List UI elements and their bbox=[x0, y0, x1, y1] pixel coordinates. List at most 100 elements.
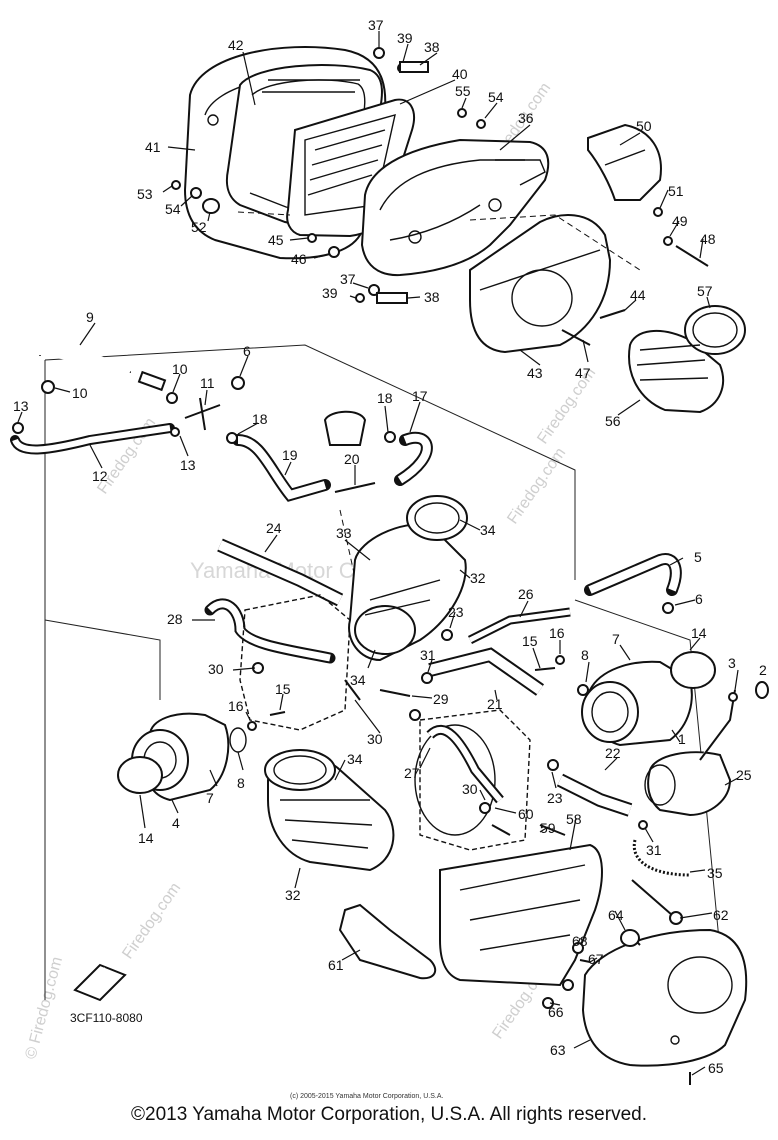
bracket-43 bbox=[469, 214, 612, 354]
callout-38: 38 bbox=[424, 39, 440, 55]
callout-61: 61 bbox=[328, 957, 344, 973]
callout-21: 21 bbox=[487, 696, 503, 712]
air-case-36 bbox=[360, 138, 550, 277]
callout-7: 7 bbox=[612, 631, 620, 647]
joint-32-lower bbox=[264, 749, 395, 872]
hose-27 bbox=[426, 724, 504, 804]
callout-39b: 39 bbox=[322, 285, 338, 301]
callout-14: 14 bbox=[691, 625, 707, 641]
callout-8: 8 bbox=[581, 647, 589, 663]
leader-lines bbox=[17, 31, 739, 1076]
callout-44: 44 bbox=[630, 287, 646, 303]
callout-2: 2 bbox=[759, 662, 767, 678]
pipe-22 bbox=[556, 773, 633, 817]
bolt-62 bbox=[631, 879, 683, 925]
callout-30b: 30 bbox=[367, 731, 383, 747]
callout-40: 40 bbox=[452, 66, 468, 82]
callout-13b: 13 bbox=[180, 457, 196, 473]
callout-41: 41 bbox=[145, 139, 161, 155]
callout-23b: 23 bbox=[547, 790, 563, 806]
callout-32b: 32 bbox=[285, 887, 301, 903]
callout-53: 53 bbox=[137, 186, 153, 202]
callout-4: 4 bbox=[172, 815, 180, 831]
callout-13: 13 bbox=[13, 398, 29, 414]
callout-47: 47 bbox=[575, 365, 591, 381]
engine-ghost bbox=[239, 594, 531, 851]
joint-56-57 bbox=[628, 305, 746, 414]
callout-19: 19 bbox=[282, 447, 298, 463]
callout-22: 22 bbox=[605, 745, 621, 761]
callout-25: 25 bbox=[736, 767, 752, 783]
pipe-24 bbox=[217, 538, 344, 607]
callout-16: 16 bbox=[549, 625, 565, 641]
callout-45: 45 bbox=[268, 232, 284, 248]
watermark-side-2: Firedog.com bbox=[504, 445, 569, 528]
callout-48: 48 bbox=[700, 231, 716, 247]
callout-51: 51 bbox=[668, 183, 684, 199]
callout-55: 55 bbox=[455, 83, 471, 99]
hose-12 bbox=[10, 423, 175, 455]
callout-34b: 34 bbox=[350, 672, 366, 688]
callouts: 42 37 39 38 40 55 54 36 50 41 53 54 52 5… bbox=[13, 17, 767, 1076]
callout-37b: 37 bbox=[340, 271, 356, 287]
callout-37: 37 bbox=[368, 17, 384, 33]
pipe-21 bbox=[428, 647, 545, 696]
callout-27: 27 bbox=[404, 765, 420, 781]
hose-26 bbox=[467, 607, 571, 645]
callout-11: 11 bbox=[200, 375, 215, 391]
hose-17 bbox=[394, 431, 433, 486]
callout-67: 67 bbox=[588, 951, 604, 967]
watermark-logo: © Firedog.com bbox=[22, 955, 66, 1061]
cover-63 bbox=[581, 928, 748, 1067]
hose-5 bbox=[584, 553, 682, 596]
callout-6: 6 bbox=[243, 343, 251, 359]
callout-34c: 34 bbox=[347, 751, 363, 767]
callout-23: 23 bbox=[448, 604, 464, 620]
callout-12: 12 bbox=[92, 468, 108, 484]
callout-3: 3 bbox=[728, 655, 736, 671]
callout-39: 39 bbox=[397, 30, 413, 46]
callout-54b: 54 bbox=[165, 201, 181, 217]
top-fasteners bbox=[171, 47, 709, 346]
callout-46: 46 bbox=[291, 251, 307, 267]
callout-29: 29 bbox=[433, 691, 449, 707]
bracket-61 bbox=[338, 903, 437, 980]
callout-5: 5 bbox=[694, 549, 702, 565]
callout-33: 33 bbox=[336, 525, 352, 541]
callout-34: 34 bbox=[480, 522, 496, 538]
dash-guide-1 bbox=[237, 211, 291, 216]
carburetor-joint-4 bbox=[117, 712, 247, 802]
callout-65: 65 bbox=[708, 1060, 724, 1076]
callout-59: 59 bbox=[540, 820, 556, 836]
callout-58: 58 bbox=[566, 811, 582, 827]
reference-line-lower bbox=[44, 619, 161, 700]
joint-32-upper bbox=[348, 495, 468, 662]
joint-11 bbox=[12, 370, 396, 493]
callout-50: 50 bbox=[636, 118, 652, 134]
callout-18: 18 bbox=[377, 390, 393, 406]
hose-19 bbox=[232, 434, 331, 502]
hose-28 bbox=[204, 598, 336, 664]
callout-36: 36 bbox=[518, 110, 534, 126]
callout-62: 62 bbox=[713, 907, 729, 923]
callout-30: 30 bbox=[208, 661, 224, 677]
part-code-label: 3CF110-8080 bbox=[70, 1011, 143, 1025]
callout-8b: 8 bbox=[237, 775, 245, 791]
bracket-58 bbox=[439, 843, 603, 987]
small-credit: (c) 2005-2015 Yamaha Motor Corporation, … bbox=[290, 1093, 443, 1100]
callout-1: 1 bbox=[678, 731, 686, 747]
callout-7b: 7 bbox=[206, 790, 214, 806]
carburetor-joint-7 bbox=[581, 651, 716, 747]
callout-32: 32 bbox=[470, 570, 486, 586]
watermark-side-6: Firedog.com bbox=[119, 880, 184, 963]
dash-guide-2 bbox=[469, 214, 641, 271]
callout-42: 42 bbox=[228, 37, 244, 53]
callout-31b: 31 bbox=[646, 842, 662, 858]
callout-68: 68 bbox=[572, 933, 588, 949]
callout-49: 49 bbox=[672, 213, 688, 229]
part-code-logo bbox=[73, 963, 127, 1002]
callout-15b: 15 bbox=[275, 681, 291, 697]
callout-10: 10 bbox=[172, 361, 188, 377]
callout-66: 66 bbox=[548, 1004, 564, 1020]
